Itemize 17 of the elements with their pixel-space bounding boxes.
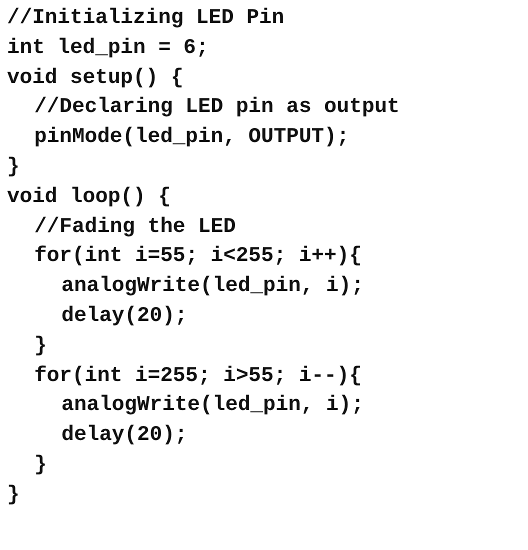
code-line: //Fading the LED — [34, 214, 236, 241]
code-line: void setup() { — [7, 66, 184, 92]
code-line: } — [7, 482, 20, 509]
code-line: pinMode(led_pin, OUTPUT); — [34, 125, 350, 152]
code-line: analogWrite(led_pin, i); — [61, 393, 364, 420]
code-line: for(int i=55; i<255; i++){ — [34, 244, 362, 270]
code-line: delay(20); — [61, 423, 188, 450]
code-line: delay(20); — [61, 304, 188, 330]
code-line: for(int i=255; i>55; i--){ — [34, 364, 362, 390]
code-line: analogWrite(led_pin, i); — [61, 274, 364, 300]
code-line: //Initializing LED Pin — [7, 6, 284, 32]
code-line: int led_pin = 6; — [7, 36, 209, 62]
code-line: } — [34, 453, 47, 479]
code-line: } — [34, 334, 47, 360]
code-line: } — [7, 155, 20, 181]
code-line: //Declaring LED pin as output — [34, 95, 400, 122]
code-line: void loop() { — [7, 184, 171, 211]
